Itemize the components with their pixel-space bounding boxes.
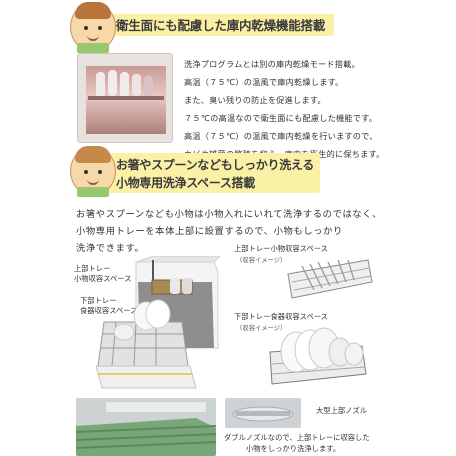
section2-title-line1: お箸やスプーンなどもしっかり洗える [116,158,314,172]
section1-text-line: 高温（７５℃）の温風で庫内乾燥を行いますので、 [184,131,378,141]
drying-interior-photo [77,53,173,143]
upper-rack-image [287,259,373,299]
section2-text-line: 小物専用トレーを本体上部に設置するので、小物もしっかり [76,226,343,237]
lower-rack-note: （収容イメージ） [236,325,287,332]
section1-text-line: また、臭い残りの防止を促進します。 [184,95,326,105]
nozzle-interior-photo [76,398,216,456]
lower-rack-image [269,327,367,385]
nozzle-label: 大型上部ノズル [316,406,368,415]
section1-text-line: 洗浄プログラムとは別の庫内乾燥モード搭載。 [184,59,360,69]
section2-title-highlight [94,153,320,193]
dishwasher-photo [96,256,220,389]
upper-rack-title: 上部トレー小物収容スペース [234,244,328,253]
nozzle-caption-line2: 小物をしっかり洗浄します。 [246,444,341,453]
mascot-illustration [70,2,116,53]
upper-tray-label: 上部トレー [74,264,111,273]
section1-text-line: ７５℃の高温なので衛生面にも配慮した機能です。 [184,113,378,123]
upper-rack-note: （収容イメージ） [236,257,287,264]
lower-rack-title: 下部トレー食器収容スペース [234,312,328,321]
lower-tray-sublabel: 食器収容スペース [80,306,138,315]
section1-text-line: 高温（７５℃）の温風で庫内乾燥します。 [184,77,344,87]
section2-title-line2: 小物専用洗浄スペース搭載 [116,176,255,190]
mascot-illustration [70,146,116,197]
section2-text-line: お箸やスプーンなども小物は小物入れにいれて洗浄するのではなく、 [76,209,383,220]
section1-title: 衛生面にも配慮した庫内乾燥機能搭載 [116,18,326,33]
section2-text-line: 洗浄できます。 [76,243,145,254]
section1-title-highlight [96,14,334,36]
large-nozzle-photo [225,398,301,428]
lower-tray-label: 下部トレー [80,296,117,305]
upper-tray-sublabel: 小物収容スペース [74,274,132,283]
nozzle-caption-line1: ダブルノズルなので、上部トレーに収容した [224,433,370,442]
